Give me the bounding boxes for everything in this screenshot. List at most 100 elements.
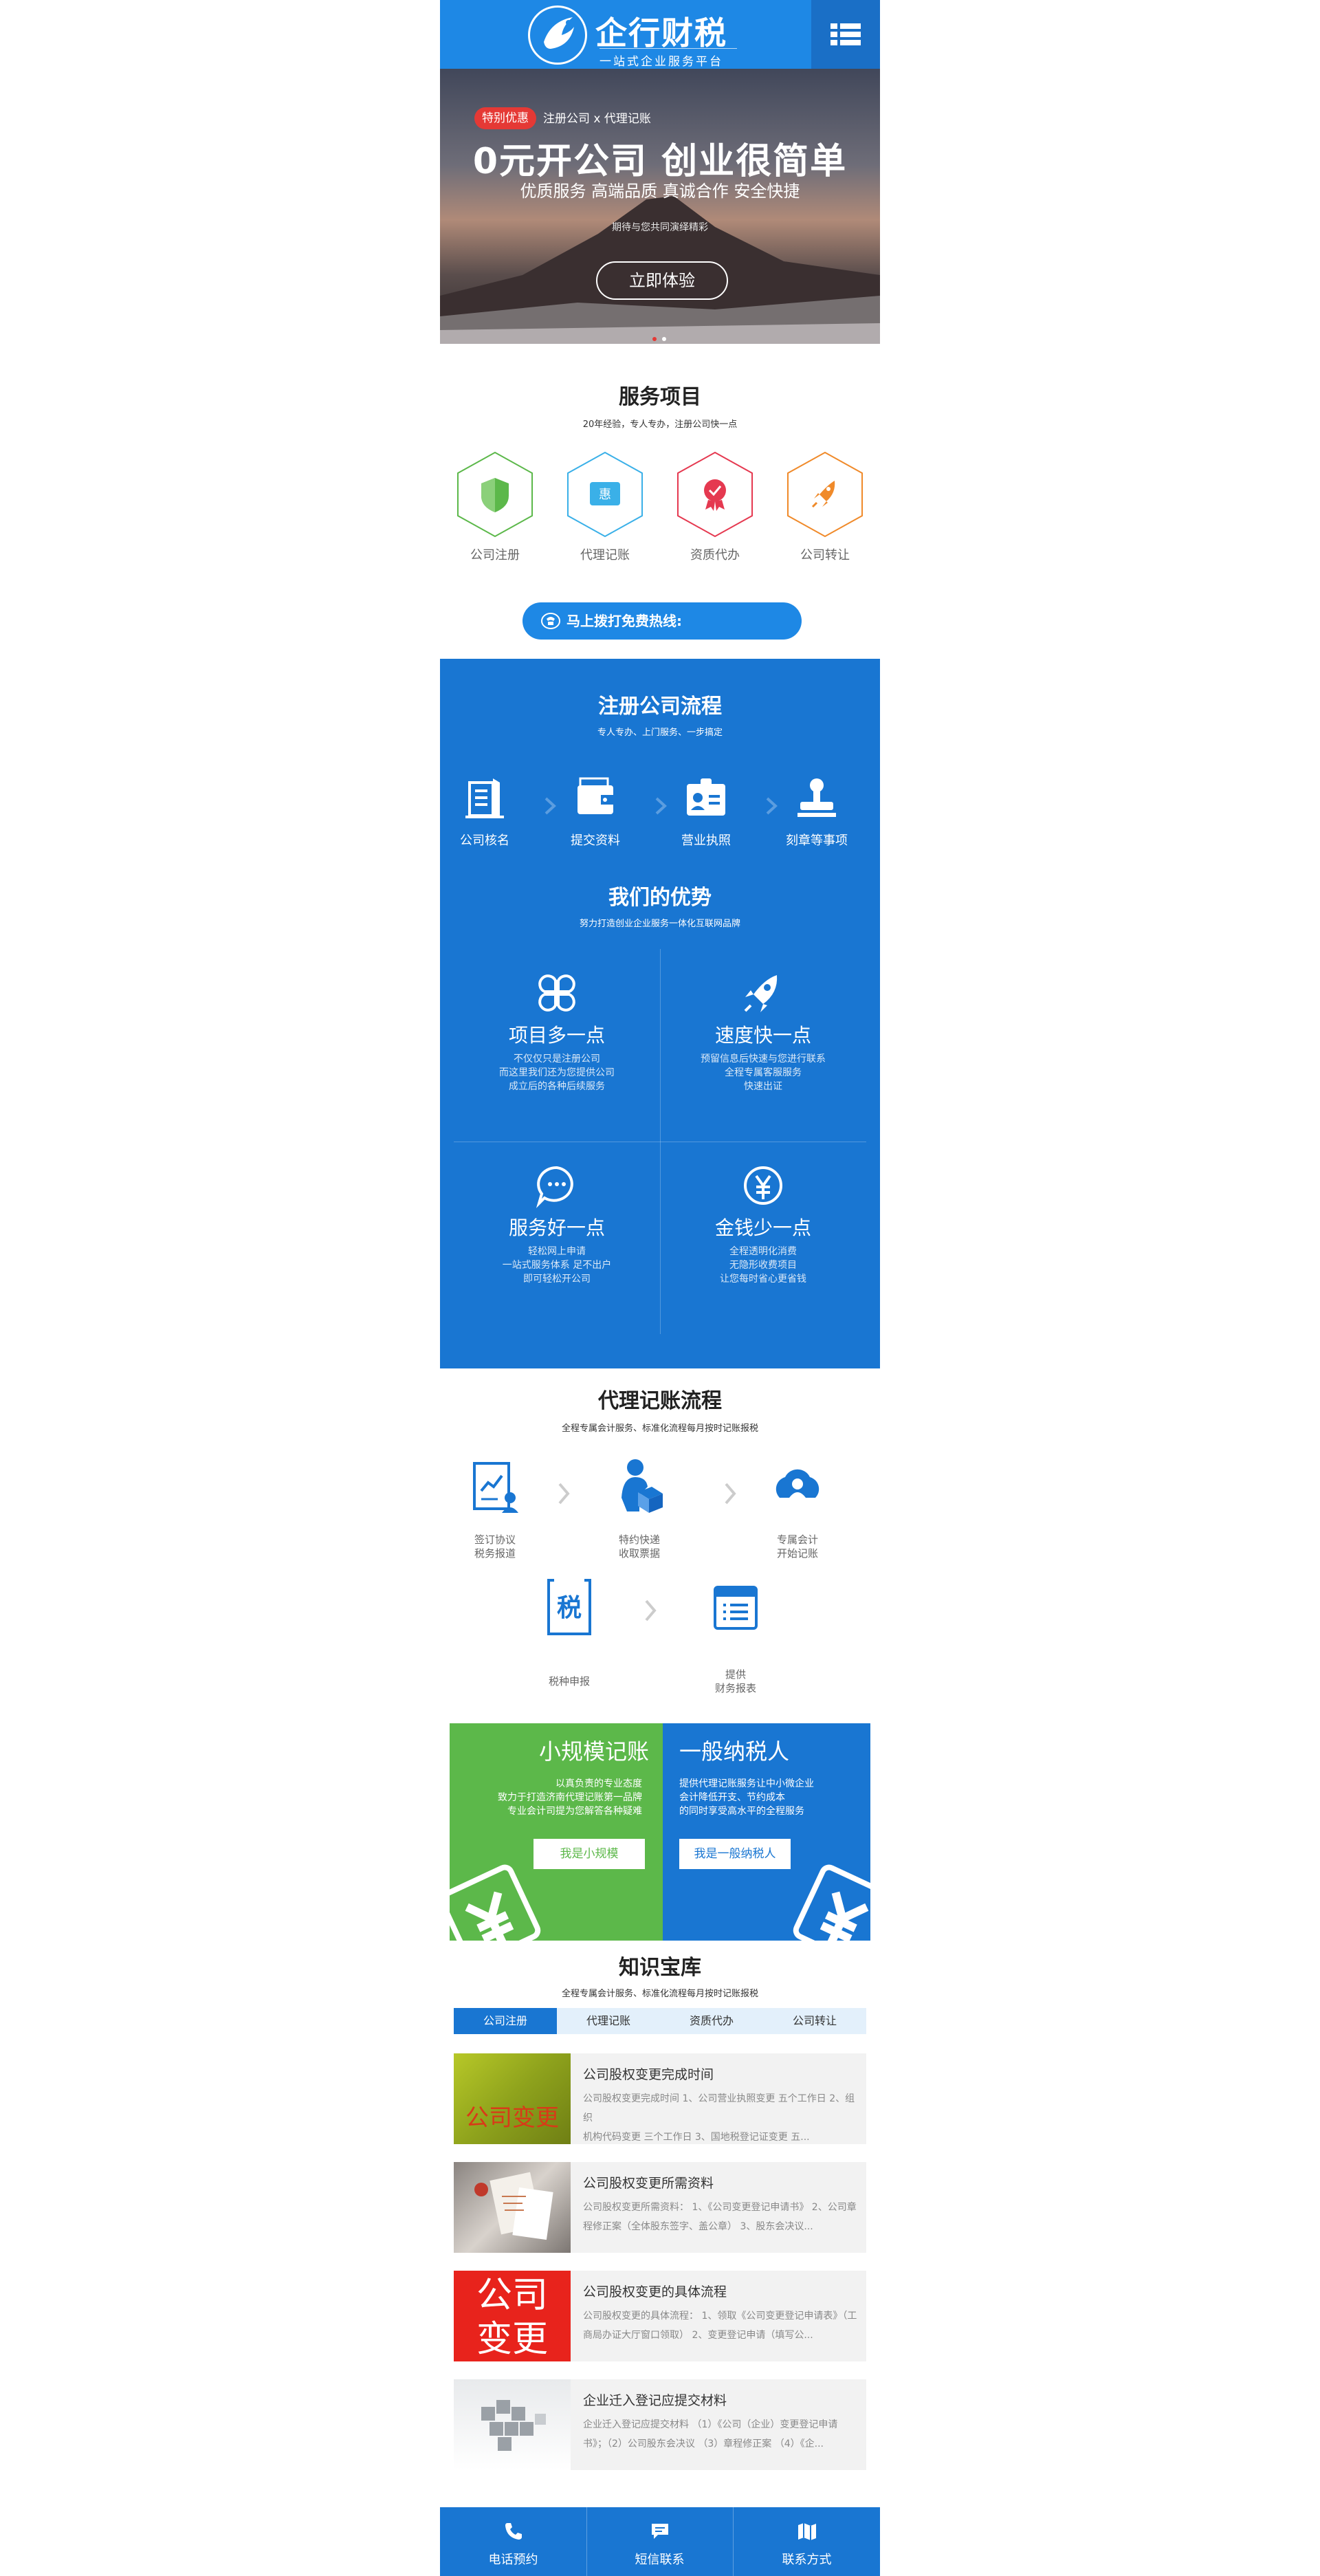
article-summary: 公司股权变更所需资料： 1、《公司变更登记申请书》 2、公司章程修正案（全体股东… [583,2202,857,2232]
step-label: 刻章等事项 [786,833,848,848]
coupon-icon: 惠 [590,482,620,505]
chevron-right-icon [725,1483,736,1505]
page: 企行财税 一站式企业服务平台 特别优惠 注册公司 x 代理记账 0元开公司 创业… [440,0,880,2576]
chevron-right-icon [766,797,778,815]
bottom-nav-phone[interactable]: 电话预约 [440,2507,586,2576]
article-summary: 企业迁入登记应提交材料 （1）《公司（企业）变更登记申请书》；（2）公司股东会决… [583,2419,838,2449]
process-step-name-check: 公司核名 [443,770,526,860]
tab-bookkeeping[interactable]: 代理记账 [586,2014,630,2027]
id-card-icon [687,778,725,816]
advantage-desc: 不仅仅只是注册公司而这里我们还为您提供公司成立后的各种后续服务 [499,1054,615,1092]
step-label: 营业执照 [681,833,731,848]
promo-tag: 特别优惠 [474,107,536,129]
service-bookkeeping[interactable]: 惠 代理记账 [557,450,653,588]
accounting-step-contract: 签订协议 税务报道 [440,1456,550,1594]
rocket-icon [744,975,778,1012]
general-taxpayer-button[interactable]: 我是一般纳税人 [679,1839,791,1869]
service-company-registration[interactable]: 公司注册 [447,450,543,588]
map-icon [798,2523,816,2540]
advantage-better-service: 服务好一点 轻松网上申请一站式服务体系 足不出户即可轻松开公司 [454,1158,660,1348]
small-scale-card: 小规模记账 以真负责的专业态度致力于打造济南代理记账第一品牌专业会计司提为您解答… [450,1723,663,1941]
svg-text:税: 税 [557,1594,582,1622]
tab-qualification[interactable]: 资质代办 [689,2014,734,2027]
carousel-dots[interactable] [646,331,674,341]
article-title: 公司股权变更所需资料 [583,2176,714,2191]
service-qualification[interactable]: 资质代办 [667,450,763,588]
banner-top-text: 注册公司 x 代理记账 [543,112,651,126]
knowledge-title: 知识宝库 [619,1956,701,1980]
chevron-right-icon [544,797,556,815]
blue-section [440,659,880,1368]
services-title: 服务项目 [619,385,701,409]
document-icon [465,778,504,818]
card-desc: 提供代理记账服务让中小微企业会计降低开支、节约成本的同时享受高水平的全程服务 [679,1778,814,1817]
article-item[interactable]: 企业迁入登记应提交材料 企业迁入登记应提交材料 （1）《公司（企业）变更登记申请… [454,2379,866,2470]
shield-icon [481,478,509,512]
wallet-icon [578,777,615,814]
advantage-title: 服务好一点 [508,1216,605,1239]
advantages-divider-v [660,949,661,1334]
article-thumbnail: 公司变更 [454,2271,571,2361]
banner-subtitle: 优质服务 高端品质 真诚合作 安全快捷 [520,182,800,201]
step-label-1: 特约快递 [618,1533,660,1546]
menu-icon [830,23,861,45]
accounting-step-tax: 税 税种申报 [514,1576,624,1714]
step-label: 提交资料 [571,833,620,848]
hotline-label: 马上拨打免费热线: [566,613,682,629]
bottom-nav: 电话预约 短信联系 联系方式 [440,2507,880,2576]
step-label-1: 签订协议 [474,1533,516,1546]
advantage-desc: 预留信息后快速与您进行联系全程专属客服服务快速出证 [701,1054,826,1092]
article-title: 公司股权变更完成时间 [583,2067,714,2082]
stamp-icon [798,778,836,817]
bottom-nav-label: 联系方式 [782,2553,832,2567]
thumbnail-text: 公司变更 [476,2275,548,2360]
general-taxpayer-card: 一般纳税人 提供代理记账服务让中小微企业会计降低开支、节约成本的同时享受高水平的… [663,1723,870,1941]
article-title: 企业迁入登记应提交材料 [583,2393,727,2408]
article-title: 公司股权变更的具体流程 [583,2284,727,2300]
card-desc: 以真负责的专业态度致力于打造济南代理记账第一品牌专业会计司提为您解答各种疑难 [498,1778,642,1817]
advantage-less-money: 金钱少一点 全程透明化消费无隐形收费项目让您每时省心更省钱 [660,1158,866,1348]
service-transfer[interactable]: 公司转让 [777,450,873,588]
banner-cta-button[interactable]: 立即体验 [596,261,728,300]
step-label-1: 专属会计 [776,1533,818,1546]
advantage-more-projects: 项目多一点 不仅仅只是注册公司而这里我们还为您提供公司成立后的各种后续服务 [454,965,660,1155]
phone-icon [541,613,560,629]
step-label-2: 收取票据 [618,1547,660,1560]
header: 企行财税 一站式企业服务平台 [440,0,880,69]
card-title: 小规模记账 [539,1738,650,1765]
card-title: 一般纳税人 [679,1738,790,1765]
service-label: 代理记账 [580,548,630,563]
step-label: 公司核名 [460,833,509,848]
courier-icon [622,1459,663,1513]
knowledge-subtitle: 全程专属会计服务、标准化流程每月按时记账报税 [561,1989,758,1999]
article-item[interactable]: 公司股权变更所需资料 公司股权变更所需资料： 1、《公司变更登记申请书》 2、公… [454,2162,866,2253]
step-label-2: 税务报道 [474,1547,516,1560]
article-item[interactable]: 公司变更 公司股权变更完成时间 公司股权变更完成时间 1、公司营业执照变更 五个… [454,2053,866,2144]
accounting-step-report: 提供 财务报表 [681,1576,791,1714]
article-thumbnail [454,2379,571,2470]
tax-icon: 税 [547,1576,591,1635]
bottom-nav-sms[interactable]: 短信联系 [586,2507,733,2576]
phone-icon [505,2523,522,2540]
tab-company-registration[interactable]: 公司注册 [454,2008,557,2034]
service-label: 公司注册 [470,548,520,563]
banner-small-text: 期待与您共同演绎精彩 [612,222,708,233]
article-summary: 公司股权变更完成时间 1、公司营业执照变更 五个工作日 2、组织机构代码变更 三… [583,2093,855,2143]
chevron-right-icon [645,1600,657,1622]
hotline-button[interactable]: 马上拨打免费热线: 17710899319 [522,602,802,667]
advantage-faster: 速度快一点 预留信息后快速与您进行联系全程专属客服服务快速出证 [660,965,866,1155]
divider [586,2507,587,2576]
bottom-nav-contact[interactable]: 联系方式 [734,2507,880,2576]
hero-banner[interactable]: 特别优惠 注册公司 x 代理记账 0元开公司 创业很简单 优质服务 高端品质 真… [440,69,880,344]
step-label-2: 开始记账 [776,1547,818,1560]
tab-transfer[interactable]: 公司转让 [792,2014,837,2027]
advantage-title: 项目多一点 [508,1024,605,1047]
process-title: 注册公司流程 [598,695,722,719]
process-step-submit: 提交资料 [554,770,637,860]
small-scale-button[interactable]: 我是小规模 [534,1839,645,1869]
step-label-1: 税种申报 [548,1675,590,1688]
process-subtitle: 专人专办、上门服务、一步搞定 [597,728,723,738]
process-step-license: 营业执照 [665,770,747,860]
menu-button[interactable] [811,0,880,69]
article-item[interactable]: 公司变更 公司股权变更的具体流程 公司股权变更的具体流程： 1、领取《公司变更登… [454,2271,866,2361]
